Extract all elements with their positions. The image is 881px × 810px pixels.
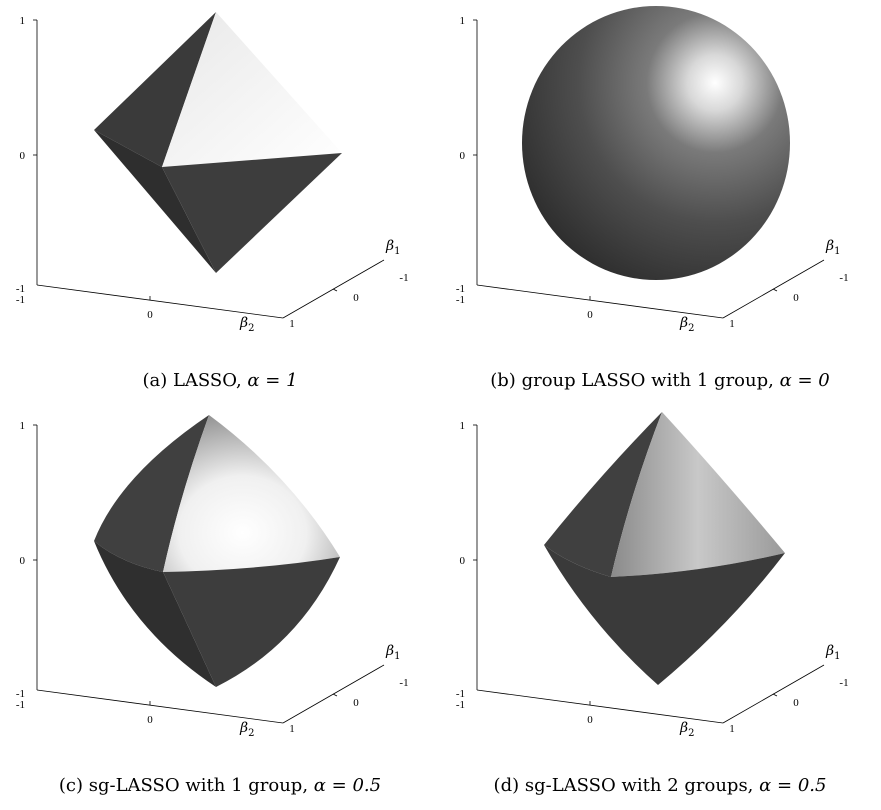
x-tick-right: 1 xyxy=(289,723,295,735)
panel-b: 1 0 -1 -1 0 1 0 -1 β2 β1 (b) group LASSO… xyxy=(440,0,880,405)
z-tick-top: 1 xyxy=(20,15,26,27)
y-tick-far: -1 xyxy=(399,677,408,689)
z-tick-mid: 0 xyxy=(20,150,26,162)
caption-text: sg-LASSO with 1 group, xyxy=(88,775,309,796)
caption-c: (c) sg-LASSO with 1 group, α = 0.5 xyxy=(0,775,440,796)
rounded-octahedron-shape xyxy=(94,415,340,687)
z-tick-top: 1 xyxy=(20,420,26,432)
face-back-left-top xyxy=(94,12,216,167)
caption-label: (b) xyxy=(490,370,516,391)
panel-d: 1 0 -1 -1 0 1 0 -1 β2 β1 (d) sg-LASSO wi… xyxy=(440,405,880,810)
beta1-label: β1 xyxy=(385,238,400,257)
z-tick-bot: -1 xyxy=(16,688,25,700)
face-front-right-bottom xyxy=(162,153,342,273)
face-bottom-cone xyxy=(544,545,785,685)
beta2-label: β2 xyxy=(239,720,254,739)
x-tick-mid: 0 xyxy=(147,309,153,321)
x-tick-left: -1 xyxy=(456,699,465,711)
face-front-right-bottom xyxy=(163,557,340,687)
caption-param: α = 0.5 xyxy=(759,775,827,796)
x-axis-line xyxy=(36,689,284,724)
y-tick-mid: 0 xyxy=(353,292,359,304)
x-tick-mid: 0 xyxy=(587,714,593,726)
beta2-label: β2 xyxy=(679,720,694,739)
y-tick-mark xyxy=(332,693,338,697)
x-tick-right: 1 xyxy=(729,318,735,330)
panel-a: 1 0 -1 -1 0 1 0 -1 β2 β1 (a) LASSO, α = … xyxy=(0,0,440,405)
beta1-label: β1 xyxy=(385,643,400,662)
caption-param: α = 1 xyxy=(247,370,298,391)
face-back-left-top xyxy=(94,415,209,572)
y-tick-far: -1 xyxy=(399,272,408,284)
face-front-right-top xyxy=(163,415,340,572)
beta2-label: β2 xyxy=(679,315,694,334)
y-tick-far: -1 xyxy=(839,272,848,284)
z-tick-mid: 0 xyxy=(460,555,466,567)
caption-a: (a) LASSO, α = 1 xyxy=(0,370,440,391)
x-axis-line xyxy=(36,284,284,319)
face-front-left-bottom xyxy=(94,130,216,273)
caption-b: (b) group LASSO with 1 group, α = 0 xyxy=(440,370,880,391)
z-tick-top: 1 xyxy=(460,15,466,27)
y-tick-mid: 0 xyxy=(793,697,799,709)
x-tick-mid: 0 xyxy=(147,714,153,726)
y-tick-mark xyxy=(332,288,338,292)
panel-d-plot: 1 0 -1 -1 0 1 0 -1 β2 β1 xyxy=(456,412,849,739)
caption-label: (d) xyxy=(493,775,520,796)
z-tick-bot: -1 xyxy=(456,283,465,295)
cone-bicone-shape xyxy=(544,412,785,685)
beta1-label: β1 xyxy=(825,238,840,257)
panel-c: 1 0 -1 -1 0 1 0 -1 β2 β1 (c) sg-LASSO wi… xyxy=(0,405,440,810)
face-back-left-cone xyxy=(544,412,662,577)
y-tick-mid: 0 xyxy=(793,292,799,304)
caption-d: (d) sg-LASSO with 2 groups, α = 0.5 xyxy=(440,775,880,796)
caption-text: LASSO, xyxy=(172,370,242,391)
panel-b-plot: 1 0 -1 -1 0 1 0 -1 β2 β1 xyxy=(456,6,849,334)
face-front-left-bottom xyxy=(94,541,216,687)
y-tick-mark xyxy=(772,693,778,697)
x-tick-left: -1 xyxy=(16,294,25,306)
x-tick-left: -1 xyxy=(456,294,465,306)
z-tick-mid: 0 xyxy=(20,555,26,567)
beta2-label: β2 xyxy=(239,315,254,334)
panel-c-plot: 1 0 -1 -1 0 1 0 -1 β2 β1 xyxy=(16,415,409,739)
y-tick-mid: 0 xyxy=(353,697,359,709)
x-axis-line xyxy=(476,689,724,724)
x-tick-right: 1 xyxy=(729,723,735,735)
face-front-right-top xyxy=(162,12,342,167)
caption-label: (a) xyxy=(142,370,168,391)
octahedron-shape xyxy=(94,12,342,273)
sphere-shape xyxy=(522,6,790,280)
x-axis-line xyxy=(476,284,724,319)
caption-param: α = 0 xyxy=(779,370,830,391)
caption-text: sg-LASSO with 2 groups, xyxy=(524,775,754,796)
z-tick-bot: -1 xyxy=(456,688,465,700)
beta1-label: β1 xyxy=(825,643,840,662)
panel-a-plot: 1 0 -1 -1 0 1 0 -1 β2 β1 xyxy=(16,12,409,334)
x-tick-right: 1 xyxy=(289,318,295,330)
z-tick-top: 1 xyxy=(460,420,466,432)
x-tick-mid: 0 xyxy=(587,309,593,321)
caption-label: (c) xyxy=(58,775,84,796)
z-tick-mid: 0 xyxy=(460,150,466,162)
x-tick-left: -1 xyxy=(16,699,25,711)
y-tick-far: -1 xyxy=(839,677,848,689)
y-tick-mark xyxy=(772,288,778,292)
z-tick-bot: -1 xyxy=(16,283,25,295)
caption-text: group LASSO with 1 group, xyxy=(521,370,774,391)
face-front-right-cone xyxy=(611,412,785,577)
caption-param: α = 0.5 xyxy=(313,775,382,796)
